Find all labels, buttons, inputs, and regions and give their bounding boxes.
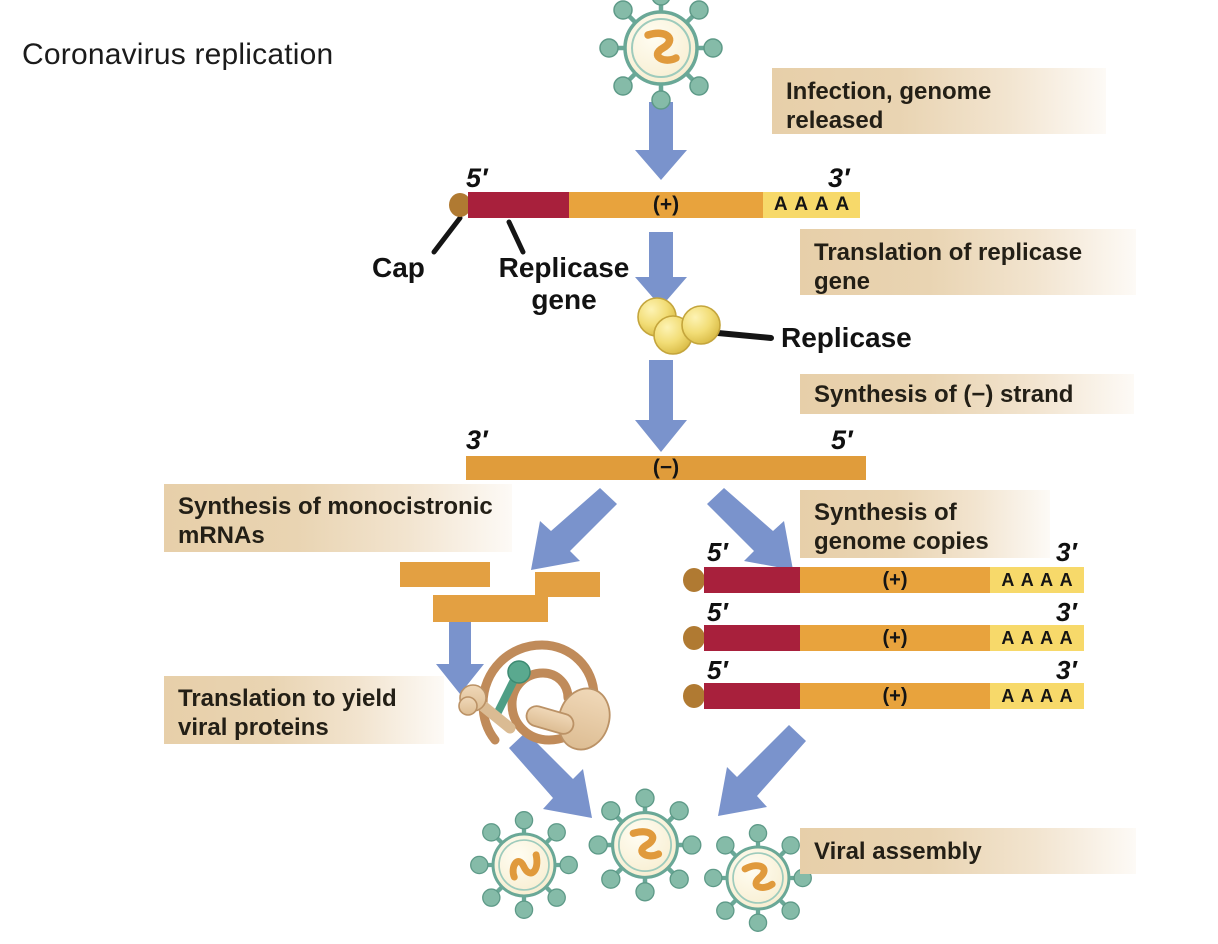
arrow-proteins-to-assembly	[509, 732, 592, 818]
poly-a-base: A	[794, 194, 809, 215]
membrane-protein-icon	[458, 684, 516, 734]
leader-line-cap	[431, 215, 463, 255]
leader-line-replicase-protein	[715, 330, 774, 341]
poly-a-base: A	[773, 194, 788, 215]
genome-copy-2-replicase-gene	[704, 625, 800, 651]
poly-a-base: A	[1059, 627, 1073, 648]
poly-a-base: A	[1020, 627, 1034, 648]
envelope-protein-icon	[525, 687, 611, 751]
label-cap: Cap	[372, 252, 425, 283]
genome-copy-3-cap	[683, 684, 705, 708]
arrow-to-mrnas	[531, 488, 617, 570]
minus-strand-5prime-label: 5′	[831, 425, 853, 455]
genome-5prime-label: 5′	[466, 163, 488, 193]
nucleocapsid-spiral-icon	[478, 640, 599, 745]
genome-plus-label: (+)	[652, 193, 680, 216]
genome-copy-2-5prime: 5′	[707, 597, 728, 627]
arrow-synthesis-minus	[635, 360, 687, 452]
progeny-virion-3-icon	[704, 824, 812, 932]
minus-strand-3prime-label: 3′	[466, 425, 488, 455]
caption-synthesis-genome: Synthesis of genome copies	[800, 490, 1050, 558]
caption-translation-replicase: Translation of replicase gene	[800, 229, 1136, 295]
poly-a-base: A	[1059, 685, 1073, 706]
label-replicase-gene: Replicase gene	[498, 252, 630, 316]
genome-copy-1-plus-segment: (+)	[800, 567, 990, 593]
caption-synthesis-minus: Synthesis of (−) strand	[800, 374, 1134, 414]
poly-a-base: A	[835, 194, 850, 215]
minus-strand-label: (−)	[652, 456, 680, 479]
caption-synthesis-mrna: Synthesis of monocistronic mRNAs	[164, 484, 512, 552]
caption-viral-assembly: Viral assembly	[800, 828, 1136, 874]
genome-copy-3-3prime: 3′	[1056, 655, 1077, 685]
genome-copy-1-5prime: 5′	[707, 537, 728, 567]
genome-copy-1-plus-label: (+)	[882, 568, 908, 591]
genome-copy-2-plus-label: (+)	[882, 626, 908, 649]
progeny-virion-1-icon	[470, 811, 578, 919]
progeny-virion-2-icon	[588, 788, 702, 902]
poly-a-base: A	[1001, 627, 1015, 648]
arrow-infection	[635, 102, 687, 180]
genome-copy-2-3prime: 3′	[1056, 597, 1077, 627]
genome-plus-segment: (+)	[569, 192, 763, 218]
label-replicase-protein: Replicase	[781, 322, 912, 353]
poly-a-base: A	[1001, 569, 1015, 590]
genome-copy-3-replicase-gene	[704, 683, 800, 709]
poly-a-base: A	[1040, 569, 1054, 590]
mrna-2-bar	[535, 572, 600, 597]
genome-cap-dot	[449, 193, 471, 217]
poly-a-base: A	[814, 194, 829, 215]
minus-strand: (−)	[466, 456, 866, 480]
poly-a-base: A	[1059, 569, 1073, 590]
poly-a-base: A	[1040, 685, 1054, 706]
caption-infection: Infection, genome released	[772, 68, 1106, 134]
genome-copy-3-plus-segment: (+)	[800, 683, 990, 709]
genome-copy-1-replicase-gene	[704, 567, 800, 593]
input-virion-icon	[599, 0, 723, 110]
genome-copy-3-plus-label: (+)	[882, 684, 908, 707]
mrna-3-bar	[433, 595, 548, 622]
genome-copy-1-cap	[683, 568, 705, 592]
poly-a-base: A	[1020, 569, 1034, 590]
arrow-genomes-to-assembly	[718, 725, 806, 816]
poly-a-base: A	[1001, 685, 1015, 706]
poly-a-base: A	[1020, 685, 1034, 706]
genome-copy-3-5prime: 5′	[707, 655, 728, 685]
caption-translation-proteins: Translation to yield viral proteins	[164, 676, 444, 744]
spike-protein-icon	[492, 660, 531, 720]
genome-copy-1-3prime: 3′	[1056, 537, 1077, 567]
genome-copy-2-cap	[683, 626, 705, 650]
page-title: Coronavirus replication	[22, 38, 334, 71]
genome-copy-2-plus-segment: (+)	[800, 625, 990, 651]
leader-line-replicase-gene	[506, 219, 526, 255]
genome-3prime-label: 3′	[828, 163, 850, 193]
mrna-1-bar	[400, 562, 490, 587]
genome-replicase-gene-segment	[468, 192, 569, 218]
poly-a-base: A	[1040, 627, 1054, 648]
